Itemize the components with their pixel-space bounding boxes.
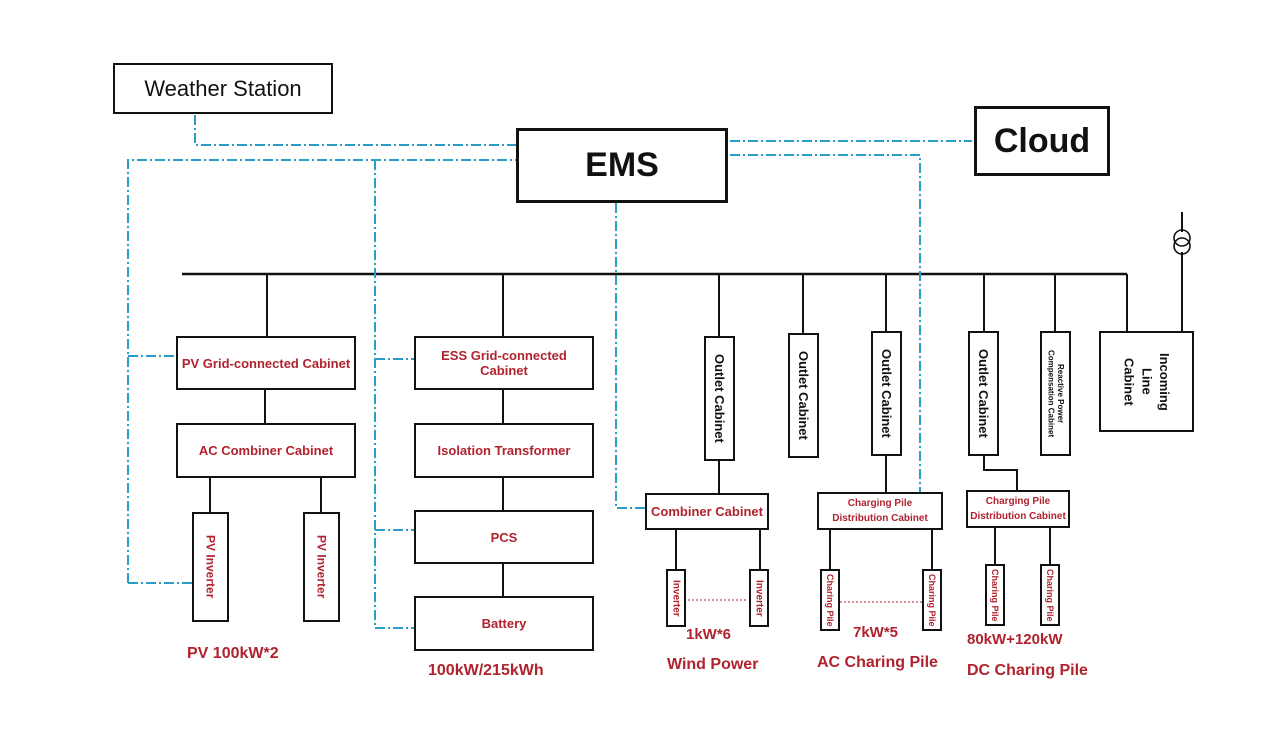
cloud-label: Cloud xyxy=(993,121,1091,160)
reactive-compensation-cabinet: Reactive Power Compensation Cabinet xyxy=(1040,331,1071,456)
ems-label: EMS xyxy=(585,146,659,184)
pcs-label: PCS xyxy=(490,529,518,545)
dc-distribution-cabinet: Charging Pile Distribution Cabinet xyxy=(966,490,1070,528)
wind-inverter-1-label: Inverter xyxy=(670,579,682,617)
pv-caption: PV 100kW*2 xyxy=(187,645,279,662)
ems-box: EMS xyxy=(516,128,728,203)
dc-outlet-cabinet: Outlet Cabinet xyxy=(968,331,999,456)
weather-station-label: Weather Station xyxy=(144,75,302,101)
pv-inverter-2: PV Inverter xyxy=(303,512,340,622)
reactive-line2: Compensation Cabinet xyxy=(1046,349,1056,438)
bus-drops xyxy=(266,212,1183,336)
ac-combiner-cabinet-label: AC Combiner Cabinet xyxy=(198,443,334,458)
isolation-transformer-label: Isolation Transformer xyxy=(437,443,571,458)
pv-inverter-1: PV Inverter xyxy=(192,512,229,622)
pv-grid-cabinet-label: PV Grid-connected Cabinet xyxy=(181,355,351,371)
ess-caption: 100kW/215kWh xyxy=(428,662,544,679)
dc-charging-pile-1-label: Charing Pile xyxy=(990,568,1000,622)
pv-grid-cabinet: PV Grid-connected Cabinet xyxy=(176,336,356,390)
ac-charging-pile-2: Charing Pile xyxy=(922,569,942,631)
wind-outlet-cabinet-label: Outlet Cabinet xyxy=(712,354,727,443)
ac-charging-pile-2-label: Charing Pile xyxy=(927,573,937,627)
ac-charging-pile-1-label: Charing Pile xyxy=(825,573,835,627)
incoming-line3: Cabinet xyxy=(1121,357,1137,406)
isolation-transformer: Isolation Transformer xyxy=(414,423,594,478)
ac-distribution-line1: Charging Pile xyxy=(847,498,913,509)
wind-combiner-cabinet: Combiner Cabinet xyxy=(645,493,769,530)
spare-outlet-cabinet-label: Outlet Cabinet xyxy=(796,351,811,440)
wind-combiner-cabinet-label: Combiner Cabinet xyxy=(651,504,763,519)
ac-caption-rating: 7kW*5 xyxy=(853,624,899,641)
ess-grid-cabinet-label: ESS Grid-connected Cabinet xyxy=(441,348,567,378)
pv-inverter-2-label: PV Inverter xyxy=(314,535,329,599)
incoming-line-cabinet: Incoming Line Cabinet xyxy=(1099,331,1194,432)
dc-caption-type: DC Charing Pile xyxy=(967,662,1088,679)
ac-caption-type: AC Charing Pile xyxy=(817,654,938,671)
ac-outlet-cabinet-label: Outlet Cabinet xyxy=(879,349,894,438)
dc-charging-pile-1: Charing Pile xyxy=(985,564,1005,626)
dc-caption-rating: 80kW+120kW xyxy=(967,631,1063,648)
reactive-line1: Reactive Power xyxy=(1056,363,1066,424)
battery-box: Battery xyxy=(414,596,594,651)
wind-caption-rating: 1kW*6 xyxy=(686,626,732,643)
transformer-symbol xyxy=(1173,229,1191,247)
wind-inverter-2: Inverter xyxy=(749,569,769,627)
weather-station-box: Weather Station xyxy=(113,63,333,114)
ac-charging-pile-1: Charing Pile xyxy=(820,569,840,631)
wind-inverter-2-label: Inverter xyxy=(753,579,765,617)
wind-inverter-1: Inverter xyxy=(666,569,686,627)
ac-distribution-line2: Distribution Cabinet xyxy=(832,513,928,524)
dc-charging-pile-2-label: Charing Pile xyxy=(1045,568,1055,622)
incoming-line-cabinet-label: Incoming Line Cabinet xyxy=(1120,353,1173,411)
ac-outlet-cabinet: Outlet Cabinet xyxy=(871,331,902,456)
comm-lines xyxy=(127,115,972,629)
dc-charging-pile-2: Charing Pile xyxy=(1040,564,1060,626)
wind-caption-type: Wind Power xyxy=(667,656,759,673)
ac-combiner-cabinet: AC Combiner Cabinet xyxy=(176,423,356,478)
incoming-line2: Line xyxy=(1139,368,1155,395)
ac-distribution-cabinet: Charging Pile Distribution Cabinet xyxy=(817,492,943,530)
reactive-compensation-label: Reactive Power Compensation Cabinet xyxy=(1046,349,1066,438)
dc-outlet-cabinet-label: Outlet Cabinet xyxy=(976,349,991,438)
ess-grid-cabinet: ESS Grid-connected Cabinet xyxy=(414,336,594,390)
battery-label: Battery xyxy=(481,616,527,631)
dc-distribution-line1: Charging Pile xyxy=(985,496,1051,507)
dc-distribution-line2: Distribution Cabinet xyxy=(970,511,1066,522)
incoming-line1: Incoming xyxy=(1156,352,1172,411)
pcs-box: PCS xyxy=(414,510,594,564)
spare-outlet-cabinet: Outlet Cabinet xyxy=(788,333,819,458)
wind-outlet-cabinet: Outlet Cabinet xyxy=(704,336,735,461)
cloud-box: Cloud xyxy=(974,106,1110,176)
pv-inverter-1-label: PV Inverter xyxy=(203,535,218,599)
